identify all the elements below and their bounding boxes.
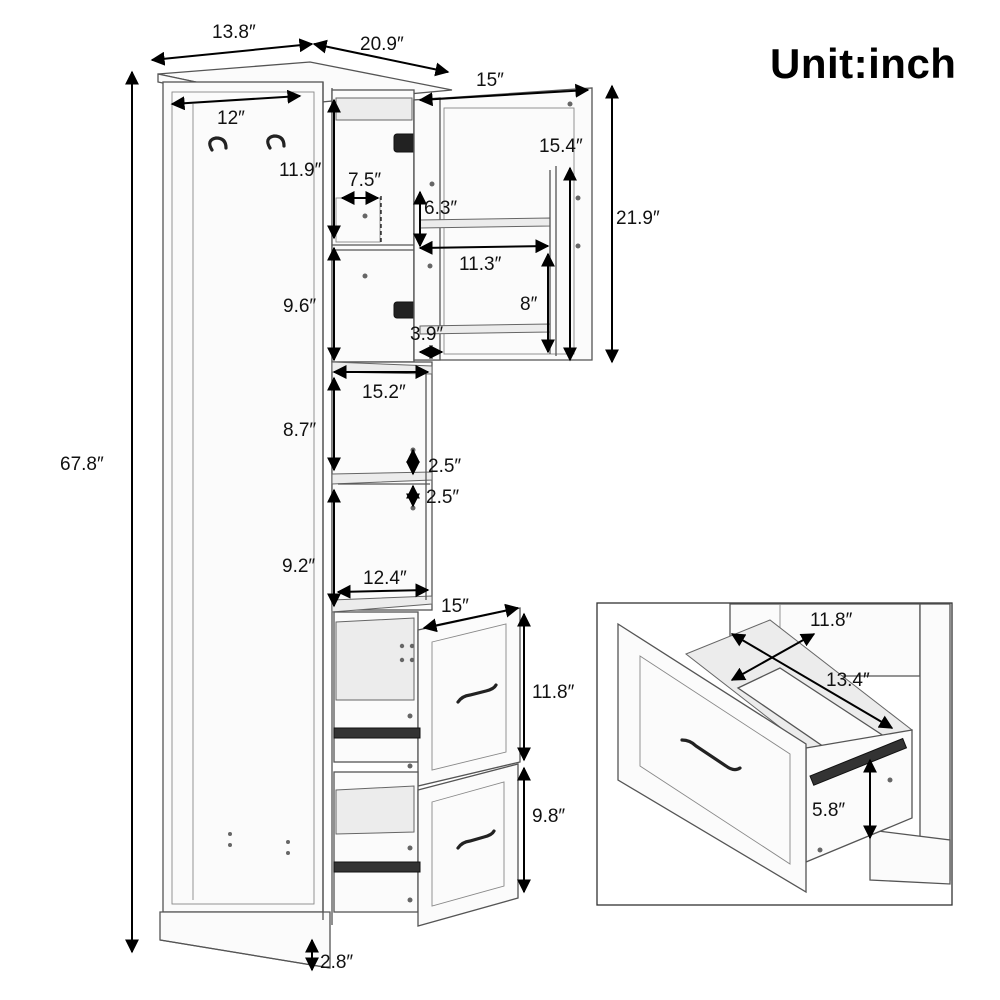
dim-open-shelf-width: 15.2″	[362, 382, 406, 403]
dim-total-height: 67.8″	[60, 454, 104, 475]
hinge-icon-bottom	[393, 301, 417, 319]
inset-drawer-handle-icon	[680, 738, 742, 772]
dim-lower-open-shelf-width: 12.4″	[363, 568, 407, 589]
dim-base-height: 2.8″	[320, 952, 353, 973]
dimension-labels: 13.8″ 20.9″ 12″ 15″ 11.9″ 7.5″ 15.4″ 21.…	[60, 22, 660, 973]
dim-upper-cabinet-height: 11.9″	[279, 160, 322, 181]
inset-dim-inner-width: 11.8″	[810, 610, 853, 631]
dim-top-width: 20.9″	[360, 34, 404, 55]
dim-upper-drawer-height: 11.8″	[532, 682, 575, 703]
drawer-detail-inset: 11.8″ 13.4″ 5.8″	[596, 602, 953, 906]
hook-icon-left	[208, 136, 228, 152]
drawer-rail-lower	[333, 861, 421, 873]
dim-top-depth: 13.8″	[212, 22, 256, 43]
dim-lower-open-shelf-height: 9.2″	[282, 556, 315, 577]
drawer-rail-upper	[333, 727, 421, 739]
unit-label: Unit:inch	[770, 40, 957, 87]
drawer-upper	[333, 607, 521, 787]
dimension-arrows	[125, 38, 619, 972]
dim-open-shelf-height: 8.7″	[283, 420, 316, 441]
inset-drawer-rail	[809, 737, 908, 786]
dim-lower-drawer-height: 9.8″	[532, 806, 565, 827]
dim-door-shelf-width: 11.3″	[459, 254, 502, 275]
inset-dim-inner-height: 5.8″	[812, 800, 845, 821]
cabinet-door	[413, 87, 593, 361]
drawer-handle-icon-upper	[456, 683, 498, 704]
inset-dim-inner-depth: 13.4″	[826, 670, 870, 691]
hook-icon-right	[266, 134, 286, 150]
dim-door-inner-height: 15.4″	[539, 136, 583, 157]
dim-shelf-depth: 7.5″	[348, 170, 381, 191]
dim-shelf-thickness-top: 2.5″	[428, 456, 461, 477]
drawer-lower	[333, 763, 519, 927]
dim-inner-hook-width: 12″	[217, 108, 245, 129]
drawer-handle-icon-lower	[456, 829, 496, 850]
dim-door-shelf-height: 6.3″	[424, 198, 457, 219]
dim-door-shelf-depth: 3.9″	[410, 324, 443, 345]
dim-door-lower-shelf-height: 8″	[520, 294, 538, 315]
dim-shelf-thickness-bottom: 2.5″	[426, 487, 459, 508]
dim-lower-cabinet-height: 9.6″	[283, 296, 316, 317]
dim-drawer-width: 15″	[441, 596, 469, 617]
dim-door-height: 21.9″	[616, 208, 660, 229]
dim-door-width: 15″	[476, 70, 504, 91]
